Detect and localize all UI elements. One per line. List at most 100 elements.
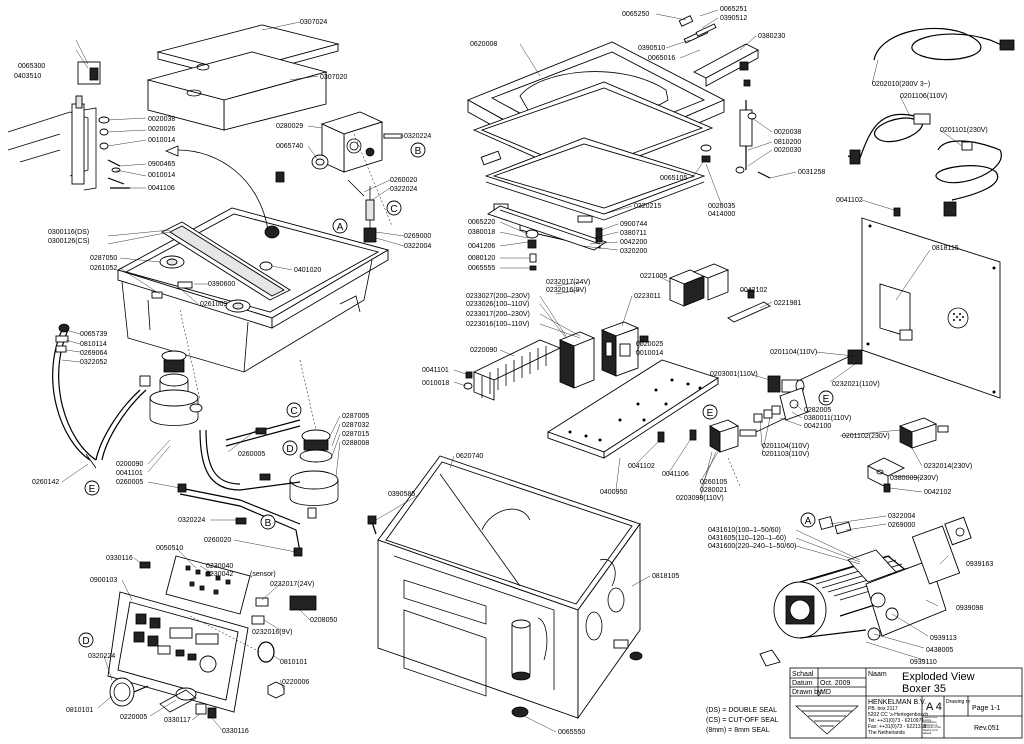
part-labels: 0307024 0307020 0065300 0403510 0020038 … bbox=[14, 6, 993, 736]
part-label: 0320200 bbox=[620, 248, 647, 255]
part-label: 0438005 bbox=[926, 647, 953, 654]
svg-text:D: D bbox=[82, 636, 89, 647]
callout-d-mid: D bbox=[282, 440, 298, 456]
connecting-tubes bbox=[177, 309, 317, 557]
part-label: 0939113 bbox=[930, 635, 957, 642]
part-label: 0403510 bbox=[14, 73, 41, 80]
callout-b-mid: B bbox=[260, 514, 276, 530]
part-label: 0431600(220–240–1–50/60) bbox=[708, 543, 796, 550]
part-label: 0041101 bbox=[116, 470, 143, 477]
svg-text:C: C bbox=[290, 406, 297, 417]
part-label: 0065300 bbox=[18, 63, 45, 70]
part-label: 0208050 bbox=[310, 617, 337, 624]
hinge-assembly bbox=[7, 61, 130, 191]
back-panel bbox=[861, 207, 1001, 399]
part-label: 0203001(110V) bbox=[710, 371, 758, 378]
electrical-board bbox=[463, 263, 771, 459]
part-label: 0233026(100–110V) bbox=[466, 301, 529, 308]
part-label: 0322052 bbox=[80, 359, 107, 366]
part-label: 0810200 bbox=[774, 139, 801, 146]
company-address: Tel: ++31(0)73 - 6210971 bbox=[868, 718, 924, 724]
part-label: 0322004 bbox=[888, 513, 915, 520]
part-label: 0269000 bbox=[404, 233, 431, 240]
part-label: 0288008 bbox=[342, 440, 369, 447]
part-label: 0322004 bbox=[404, 243, 431, 250]
part-label: 0232017(24V) bbox=[546, 279, 590, 286]
part-label: 0065251 bbox=[720, 6, 747, 13]
part-label: 0233017(200–230V) bbox=[466, 311, 530, 318]
part-label: 0818105 bbox=[652, 573, 679, 580]
revision: Rev.051 bbox=[974, 725, 1000, 732]
part-label: 0818115 bbox=[932, 245, 959, 252]
part-label: 0201101(230V) bbox=[940, 127, 988, 134]
hoses-left bbox=[52, 323, 151, 469]
drawing-subtitle: Boxer 35 bbox=[902, 683, 946, 695]
drawn-by-value: MD bbox=[820, 689, 831, 696]
part-label: 0287015 bbox=[342, 431, 369, 438]
terminal-fins bbox=[481, 346, 547, 398]
callout-d-panel: D bbox=[78, 632, 94, 648]
part-label: 0900103 bbox=[90, 577, 117, 584]
part-label: 0269064 bbox=[80, 350, 107, 357]
callout-a-left: A bbox=[332, 218, 348, 234]
seal-bar-holder bbox=[486, 205, 608, 271]
part-label: 0282005 bbox=[804, 407, 831, 414]
lid bbox=[466, 41, 726, 249]
disclaimer-text: Unauthorized copying, reproduction, dist… bbox=[923, 717, 941, 735]
company-name: HENKELMAN B.V. bbox=[868, 699, 926, 706]
seal-legend: (DS) = DOUBLE SEAL (CS) = CUT-OFF SEAL (… bbox=[706, 707, 779, 734]
svg-text:A: A bbox=[337, 222, 344, 233]
part-label: 0223011 bbox=[634, 293, 661, 300]
part-label: 0221981 bbox=[774, 300, 801, 307]
part-label: 0041102 bbox=[836, 197, 863, 204]
svg-text:B: B bbox=[415, 146, 422, 157]
part-label: 0287050 bbox=[90, 255, 117, 262]
part-label: 0041106 bbox=[148, 185, 175, 192]
svg-text:(CS) = CUT-OFF SEAL: (CS) = CUT-OFF SEAL bbox=[706, 717, 779, 724]
part-label: 0380230 bbox=[758, 33, 785, 40]
part-label: 0065105 bbox=[660, 175, 687, 182]
svg-text:E: E bbox=[89, 484, 96, 495]
leader-lines bbox=[61, 9, 963, 733]
callout-e-left: E bbox=[84, 480, 100, 496]
part-label: 0065220 bbox=[468, 219, 495, 226]
part-label: 0400950 bbox=[600, 489, 627, 496]
callout-e-solenoid: E bbox=[702, 404, 718, 420]
svg-text:E: E bbox=[823, 394, 830, 405]
part-label: 0230040 bbox=[206, 563, 233, 570]
company-address: 5202 CC 's-Hertogenbosch bbox=[868, 712, 928, 718]
part-label: 0010018 bbox=[422, 380, 449, 387]
part-label: 0042100 bbox=[804, 423, 831, 430]
part-label: 0414000 bbox=[708, 211, 735, 218]
part-label: 0320224 bbox=[88, 653, 115, 660]
part-label: 0020038 bbox=[148, 116, 175, 123]
part-label: 0330117 bbox=[164, 717, 191, 724]
part-label: 0065550 bbox=[558, 729, 585, 736]
vent-pattern bbox=[953, 313, 964, 321]
part-label: 0020030 bbox=[774, 147, 801, 154]
part-label: 0232016(9V) bbox=[546, 287, 586, 294]
date-value: Oct. 2009 bbox=[820, 680, 850, 687]
part-label: 0065739 bbox=[80, 331, 107, 338]
board-holes bbox=[568, 378, 702, 442]
part-label: 0330116 bbox=[222, 728, 249, 735]
callout-b-left: B bbox=[410, 142, 426, 158]
part-label: 0010014 bbox=[636, 350, 663, 357]
part-label: 0065016 bbox=[648, 55, 675, 62]
part-label: 0307020 bbox=[320, 74, 347, 81]
part-label: 0010014 bbox=[148, 172, 175, 179]
part-label: 0230042 bbox=[206, 571, 233, 578]
callout-e-gland: E bbox=[818, 390, 834, 406]
sheet-size: A 4 bbox=[926, 701, 942, 713]
housing bbox=[367, 455, 643, 720]
company-address: The Netherlands bbox=[868, 730, 905, 736]
callout-a-pump: A bbox=[800, 512, 816, 528]
part-label: 0220006 bbox=[282, 679, 309, 686]
part-label: 0401020 bbox=[294, 267, 321, 274]
part-label: 0201102(230V) bbox=[842, 433, 890, 440]
part-label: 0431605(110–120–1–60) bbox=[708, 535, 786, 542]
part-label: 0201103(110V) bbox=[762, 451, 809, 458]
part-label: 0041106 bbox=[662, 471, 689, 478]
